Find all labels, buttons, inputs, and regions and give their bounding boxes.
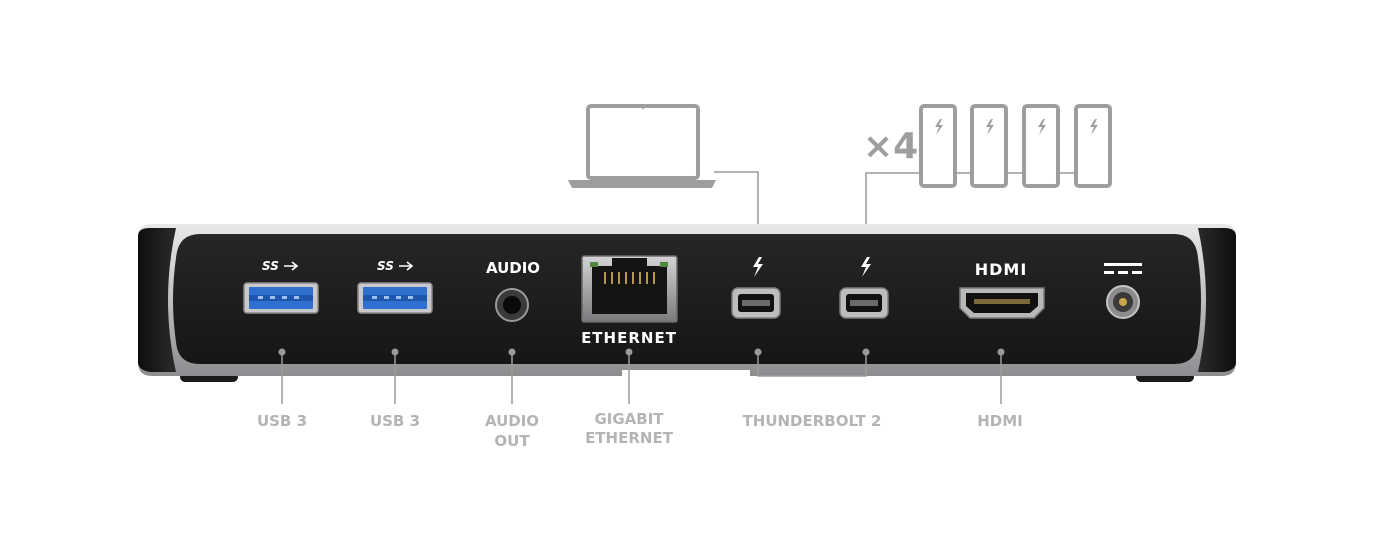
usb-superspeed-icon: SS	[377, 259, 414, 273]
ethernet-panel-label: ETHERNET	[581, 329, 677, 347]
callout-audio-out-line2: OUT	[494, 432, 530, 450]
thunderbolt-display-icon	[919, 104, 957, 188]
callout-ethernet-line1: GIGABIT	[594, 410, 664, 428]
usb-superspeed-icon: SS	[262, 259, 299, 273]
thunderbolt-port[interactable]	[731, 287, 781, 319]
audio-panel-label: AUDIO	[486, 259, 540, 277]
callout-thunderbolt: THUNDERBOLT 2	[743, 412, 882, 430]
dock-body	[138, 224, 1236, 382]
thunderbolt-display-icon	[1074, 104, 1112, 188]
thunderbolt-display-icon	[1022, 104, 1060, 188]
daisy-chain-multiplier: ×4	[863, 126, 918, 167]
thunderbolt-icon	[861, 257, 871, 277]
usb3-port[interactable]	[357, 282, 433, 314]
thunderbolt-icon	[753, 257, 763, 277]
thunderbolt-display-icon	[970, 104, 1008, 188]
callout-audio-out-line1: AUDIO	[485, 412, 539, 430]
hdmi-port[interactable]	[959, 287, 1045, 319]
thunderbolt-port[interactable]	[839, 287, 889, 319]
callout-hdmi: HDMI	[977, 412, 1023, 430]
dc-power-jack[interactable]	[1106, 285, 1140, 319]
usb-logo-text: SS	[377, 259, 394, 273]
ethernet-port[interactable]	[581, 255, 678, 323]
callout-usb3-1: USB 3	[257, 412, 307, 430]
connector-lines	[714, 171, 921, 246]
callout-dots	[278, 348, 1005, 356]
callout-usb3-2: USB 3	[370, 412, 420, 430]
callout-ethernet-line2: ETHERNET	[585, 429, 674, 447]
laptop-icon	[568, 104, 716, 188]
usb-logo-text: SS	[262, 259, 279, 273]
usb3-port[interactable]	[243, 282, 319, 314]
audio-jack[interactable]	[495, 288, 529, 322]
callout-lines	[281, 352, 1002, 404]
dc-power-icon	[1104, 263, 1142, 274]
hdmi-logo: HDMI	[975, 260, 1028, 279]
